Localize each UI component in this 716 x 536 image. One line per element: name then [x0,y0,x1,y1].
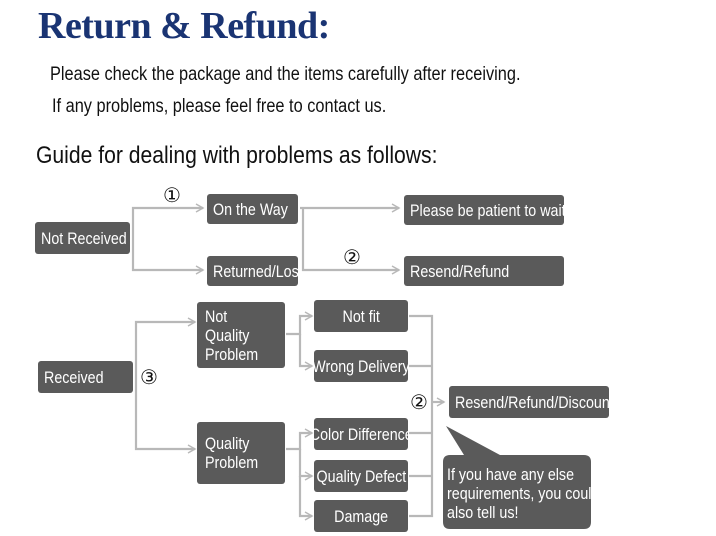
connector-on-the-way-resend [301,208,401,275]
connector-quality-defect [298,449,314,481]
node-color-difference: Color Difference [314,418,408,450]
node-wrong-delivery: Wrong Delivery [314,350,408,382]
node-not-received: Not Received [35,222,130,254]
connector-not-received-on-the-way [131,203,205,238]
step-marker-2-top: ② [343,245,361,269]
node-not-quality-problem: Not Quality Problem [197,302,285,368]
node-on-the-way: On the Way [207,194,298,224]
node-returned-lost: Returned/Lost [207,256,298,286]
speech-bubble-shape [443,426,591,529]
step-marker-2-bottom: ② [410,390,428,414]
node-received: Received [38,361,133,393]
node-damage: Damage [314,500,408,532]
connector-not-quality-wrong [298,334,314,371]
connector-quality-damage [298,476,314,521]
connector-not-quality-not-fit [286,311,314,336]
connector-not-received-returned [131,238,205,275]
node-resend-refund-discount: Resend/Refund/Discount [449,386,609,418]
connector-received-not-quality [134,317,197,378]
guide-heading: Guide for dealing with problems as follo… [36,142,438,169]
intro-line-1: Please check the package and the items c… [50,64,521,85]
node-resend-refund: Resend/Refund [404,256,564,286]
connector-received-quality [134,378,197,454]
page-title: Return & Refund: [38,5,330,47]
node-quality-defect: Quality Defect [314,460,408,492]
step-marker-3: ③ [140,365,158,389]
node-not-fit: Not fit [314,300,408,332]
intro-line-2: If any problems, please feel free to con… [52,96,387,117]
speech-bubble-text: If you have any else requirements, you c… [447,464,591,522]
connector-quality-color [286,428,314,451]
node-quality-problem: Quality Problem [197,422,285,484]
step-marker-1: ① [163,183,181,207]
connector-merge [409,314,434,518]
node-please-be-patient: Please be patient to wait [404,195,564,225]
